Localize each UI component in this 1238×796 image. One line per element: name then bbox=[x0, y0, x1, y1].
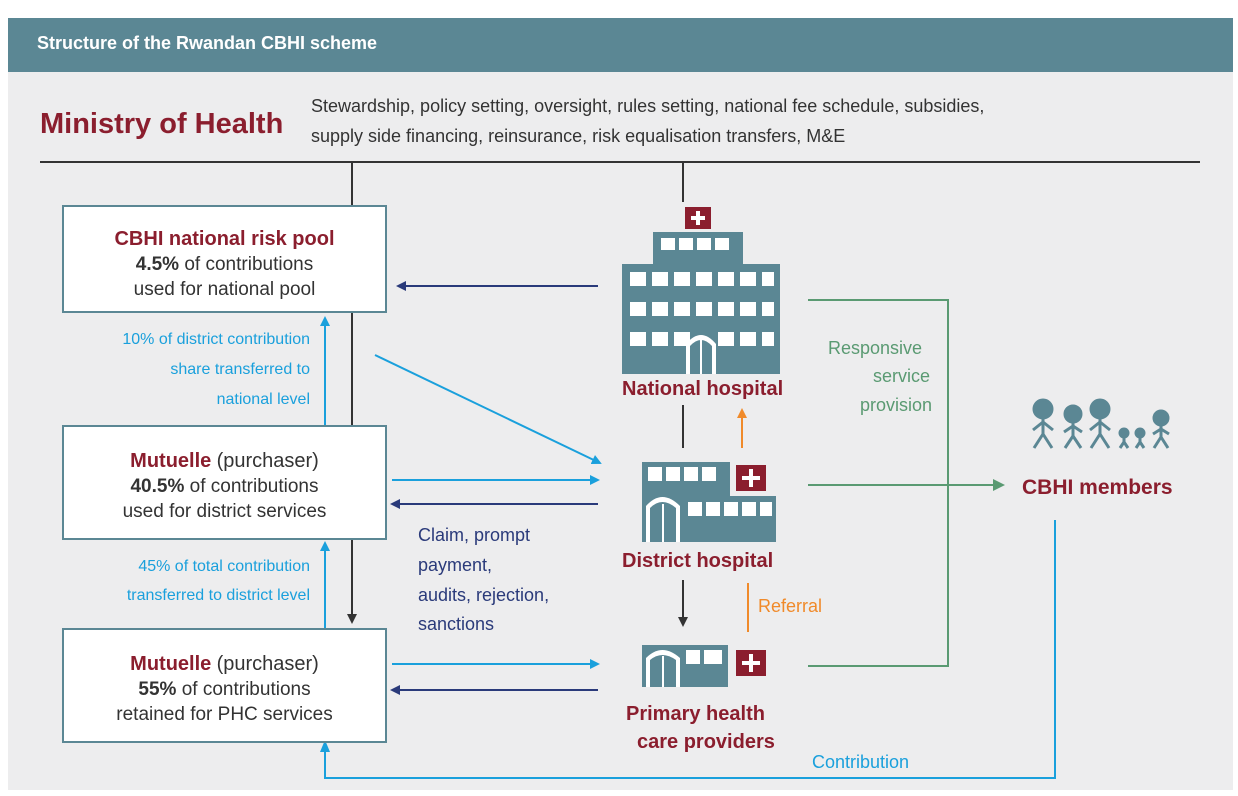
national-hospital-label: National hospital bbox=[622, 378, 784, 400]
contribution-line bbox=[324, 520, 1056, 779]
transfer-national-l3: national level bbox=[216, 391, 310, 408]
contribution-arrowhead bbox=[320, 740, 330, 752]
pool-payment-arrow bbox=[374, 354, 602, 465]
members-label: CBHI members bbox=[1022, 476, 1173, 499]
phc-mutuelle-line2: retained for PHC services bbox=[116, 704, 333, 725]
service-l2: service bbox=[873, 366, 931, 386]
ministry-roles-line1: Stewardship, policy setting, oversight, … bbox=[311, 96, 985, 116]
district-mutuelle-role: (purchaser) bbox=[216, 450, 319, 472]
national-pool-title: CBHI national risk pool bbox=[114, 228, 335, 250]
district-mutuelle-box: Mutuelle (purchaser) 40.5% of contributi… bbox=[62, 425, 387, 540]
claims-l4: sanctions bbox=[418, 614, 495, 634]
national-pool-line2: used for national pool bbox=[133, 279, 316, 300]
service-l1: Responsive bbox=[828, 338, 923, 358]
contribution-label: Contribution bbox=[812, 752, 910, 772]
national-pool-share: 4.5% of contributions bbox=[64, 252, 385, 277]
national-pool-line1: of contributions bbox=[184, 254, 314, 275]
phc-mutuelle-role: (purchaser) bbox=[216, 653, 319, 675]
transfer-district-l1: 45% of total contribution bbox=[138, 558, 310, 575]
district-mutuelle-title: Mutuelle bbox=[130, 450, 212, 472]
claims-l3: audits, rejection, bbox=[418, 585, 550, 605]
phc-mutuelle-pct: 55% bbox=[138, 679, 177, 700]
district-hospital-icon bbox=[642, 462, 776, 542]
service-l3: provision bbox=[860, 395, 933, 415]
district-mutuelle-share: 40.5% of contributions bbox=[64, 474, 385, 499]
phc-icon bbox=[642, 645, 766, 687]
national-pool-pct: 4.5% bbox=[135, 254, 180, 275]
transfer-national-l1: 10% of district contribution bbox=[122, 331, 310, 348]
phc-mutuelle-title: Mutuelle bbox=[130, 653, 212, 675]
claims-l1: Claim, prompt bbox=[418, 525, 531, 545]
district-mutuelle-pct: 40.5% bbox=[130, 476, 185, 497]
district-mutuelle-line1: of contributions bbox=[189, 476, 319, 497]
phc-mutuelle-line1: of contributions bbox=[181, 679, 311, 700]
national-pool-box: CBHI national risk pool 4.5% of contribu… bbox=[62, 205, 387, 313]
members-icon bbox=[1032, 398, 1170, 449]
ministry-name: Ministry of Health bbox=[40, 108, 284, 140]
district-hospital-label: District hospital bbox=[622, 550, 774, 572]
referral-label: Referral bbox=[758, 596, 823, 616]
header-bar bbox=[8, 18, 1233, 72]
transfer-national-l2: share transferred to bbox=[170, 361, 310, 378]
phc-label-line1: Primary health bbox=[626, 703, 765, 725]
page-title: Structure of the Rwandan CBHI scheme bbox=[37, 33, 378, 53]
ministry-roles-line2: supply side financing, reinsurance, risk… bbox=[311, 126, 846, 146]
service-bracket bbox=[808, 299, 949, 667]
phc-mutuelle-box: Mutuelle (purchaser) 55% of contribution… bbox=[62, 628, 387, 743]
phc-mutuelle-share: 55% of contributions bbox=[64, 677, 385, 702]
phc-label-line2: care providers bbox=[637, 731, 775, 753]
national-hospital-icon bbox=[622, 207, 780, 374]
district-mutuelle-line2: used for district services bbox=[122, 501, 327, 522]
transfer-district-l2: transferred to district level bbox=[126, 587, 310, 604]
claims-l2: payment, bbox=[418, 555, 493, 575]
